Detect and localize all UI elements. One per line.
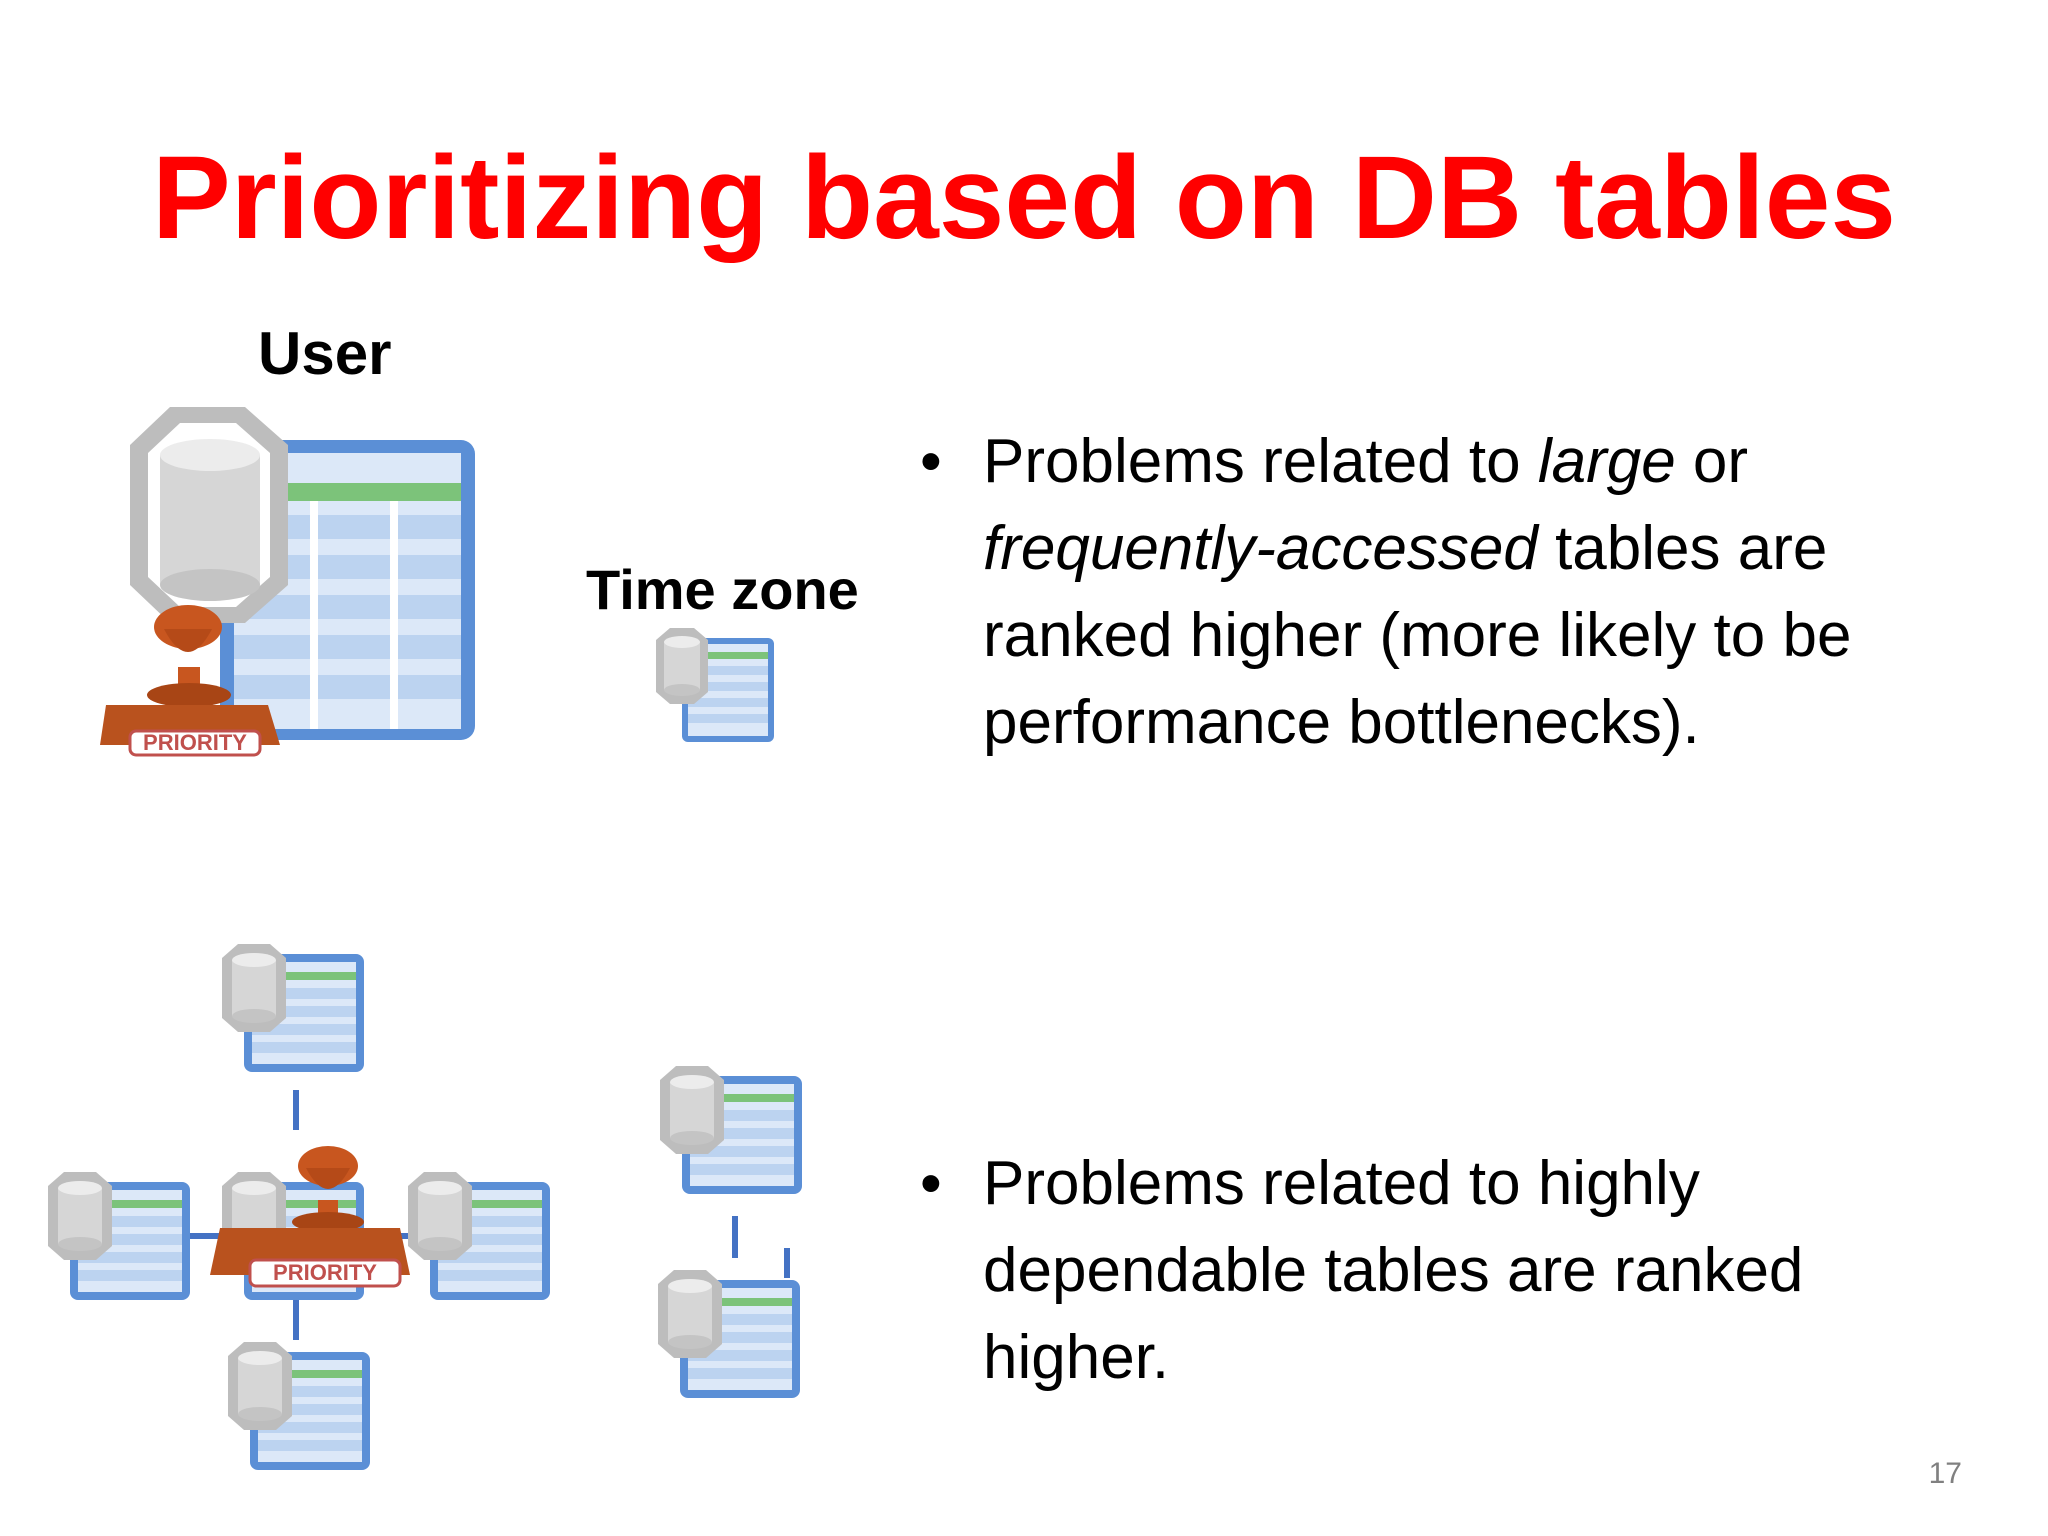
bullet-dependable-tables: • Problems related to highly dependable …	[920, 1140, 1990, 1401]
priority-stamp-icon: PRIORITY	[100, 605, 280, 757]
priority-stamp-text: PRIORITY	[273, 1260, 377, 1285]
user-table-label: User	[258, 320, 392, 387]
slide-title: Prioritizing based on DB tables	[151, 132, 1896, 264]
priority-stamp-icon: PRIORITY	[210, 1146, 410, 1288]
bullet-text: Problems related to large or frequently-…	[983, 418, 1990, 766]
connector-line	[732, 1216, 738, 1258]
time-zone-db-table-icon	[656, 628, 774, 742]
bullet-text-segment: or	[1675, 427, 1749, 496]
database-table-icon	[130, 407, 475, 740]
bullet-text: Problems related to highly dependable ta…	[983, 1149, 1804, 1392]
bullet-text-italic: frequently-accessed	[983, 514, 1538, 583]
user-db-table-icon: PRIORITY	[100, 407, 475, 757]
bullet-text-segment: Problems related to	[983, 427, 1538, 496]
database-table-icon	[48, 1172, 190, 1300]
bullet-large-tables: • Problems related to large or frequentl…	[920, 418, 1990, 766]
database-table-icon	[408, 1172, 550, 1300]
slide-number: 17	[1928, 1457, 1962, 1490]
database-table-icon	[660, 1066, 802, 1194]
time-zone-table-label: Time zone	[586, 558, 859, 621]
database-table-icon	[228, 1342, 370, 1470]
table-dependency-network: PRIORITY	[48, 944, 550, 1470]
dependent-tables-pair	[658, 1066, 802, 1398]
connector-line	[784, 1248, 790, 1278]
database-table-icon	[658, 1270, 800, 1398]
bullet-marker: •	[920, 427, 942, 496]
database-table-icon	[222, 944, 364, 1072]
priority-stamp-text: PRIORITY	[143, 730, 247, 755]
bullet-text-italic: large	[1537, 427, 1676, 496]
bullet-text-segment: tables are ranked higher (more likely to…	[983, 514, 1852, 757]
bullet-marker: •	[920, 1149, 942, 1218]
